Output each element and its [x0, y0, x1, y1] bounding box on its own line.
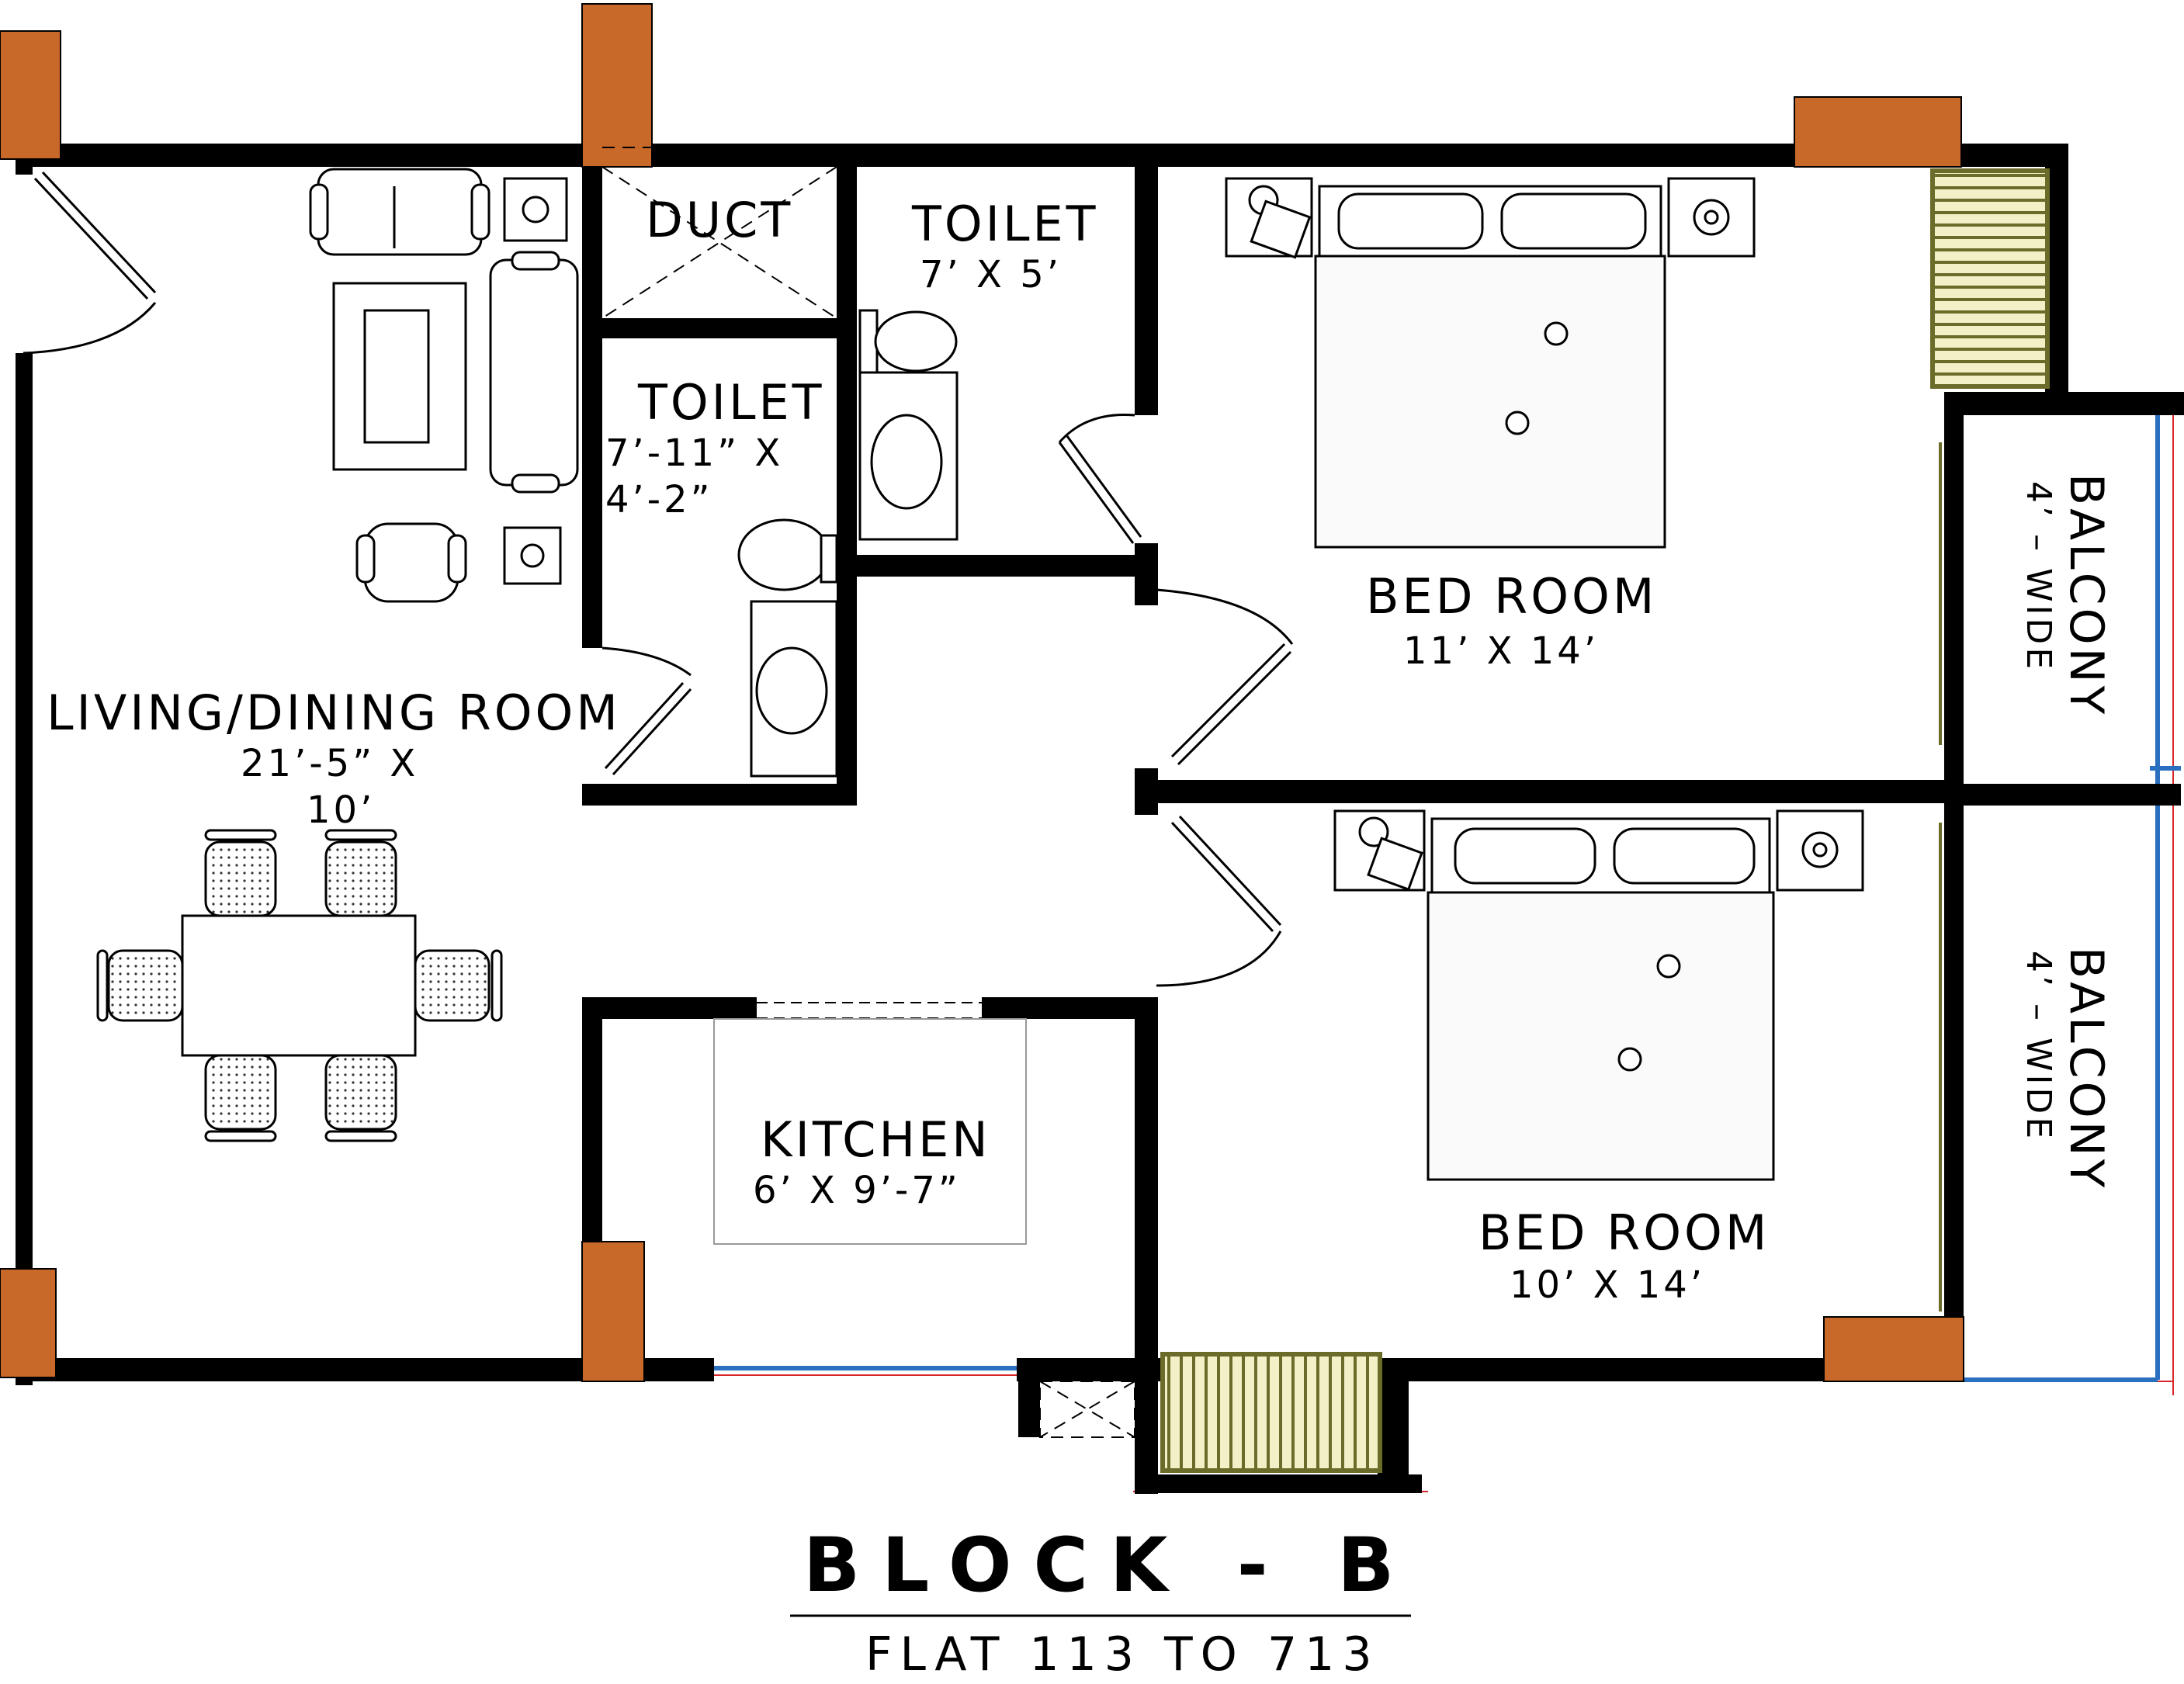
balcony1-dim1: 4’ – WIDE — [2019, 481, 2058, 672]
balcony1-name: BALCONY — [2059, 473, 2113, 717]
balcony2-name: BALCONY — [2059, 947, 2113, 1190]
duct-cross — [601, 147, 1135, 1438]
kitchen-fixtures — [713, 1002, 1027, 1245]
kitchen-name: KITCHEN — [761, 1111, 991, 1168]
block-subtitle: FLAT 113 TO 713 — [865, 1627, 1380, 1682]
bedroom2-dim1: 10’ X 14’ — [1510, 1263, 1705, 1307]
living-room-dim2: 10’ — [307, 788, 375, 832]
window-blue-lines — [714, 411, 2181, 1382]
toilet2-name: TOILET — [911, 196, 1099, 252]
toilet2-dim1: 7’ X 5’ — [920, 253, 1062, 296]
toilet1-dim1: 7’-11” X — [605, 431, 783, 475]
toilet1-name: TOILET — [637, 374, 825, 431]
kitchen-dim1: 6’ X 9’-7” — [753, 1169, 961, 1212]
duct-label: DUCT — [646, 192, 793, 248]
bedroom2-name: BED ROOM — [1479, 1204, 1770, 1261]
bedroom1-furniture — [1225, 177, 1756, 549]
doors — [23, 171, 1294, 987]
staircase-bottom — [1160, 1352, 1382, 1473]
bedroom2-furniture — [1333, 809, 1864, 1181]
block-title: BLOCK - B — [803, 1522, 1416, 1609]
staircase-top-right — [1930, 168, 2050, 389]
dining-set — [96, 829, 503, 1142]
toilet1-dim2: 4’-2” — [605, 478, 713, 521]
columns — [0, 3, 1964, 1382]
balcony2-dim1: 4’ – WIDE — [2019, 951, 2058, 1142]
living-room-dim1: 21’-5” X — [241, 742, 418, 785]
bedroom1-dim1: 11’ X 14’ — [1403, 629, 1599, 673]
living-room-name: LIVING/DINING ROOM — [47, 684, 621, 741]
bedroom1-name: BED ROOM — [1366, 568, 1657, 625]
toilet-fixtures — [737, 309, 959, 778]
living-furniture — [309, 168, 579, 603]
